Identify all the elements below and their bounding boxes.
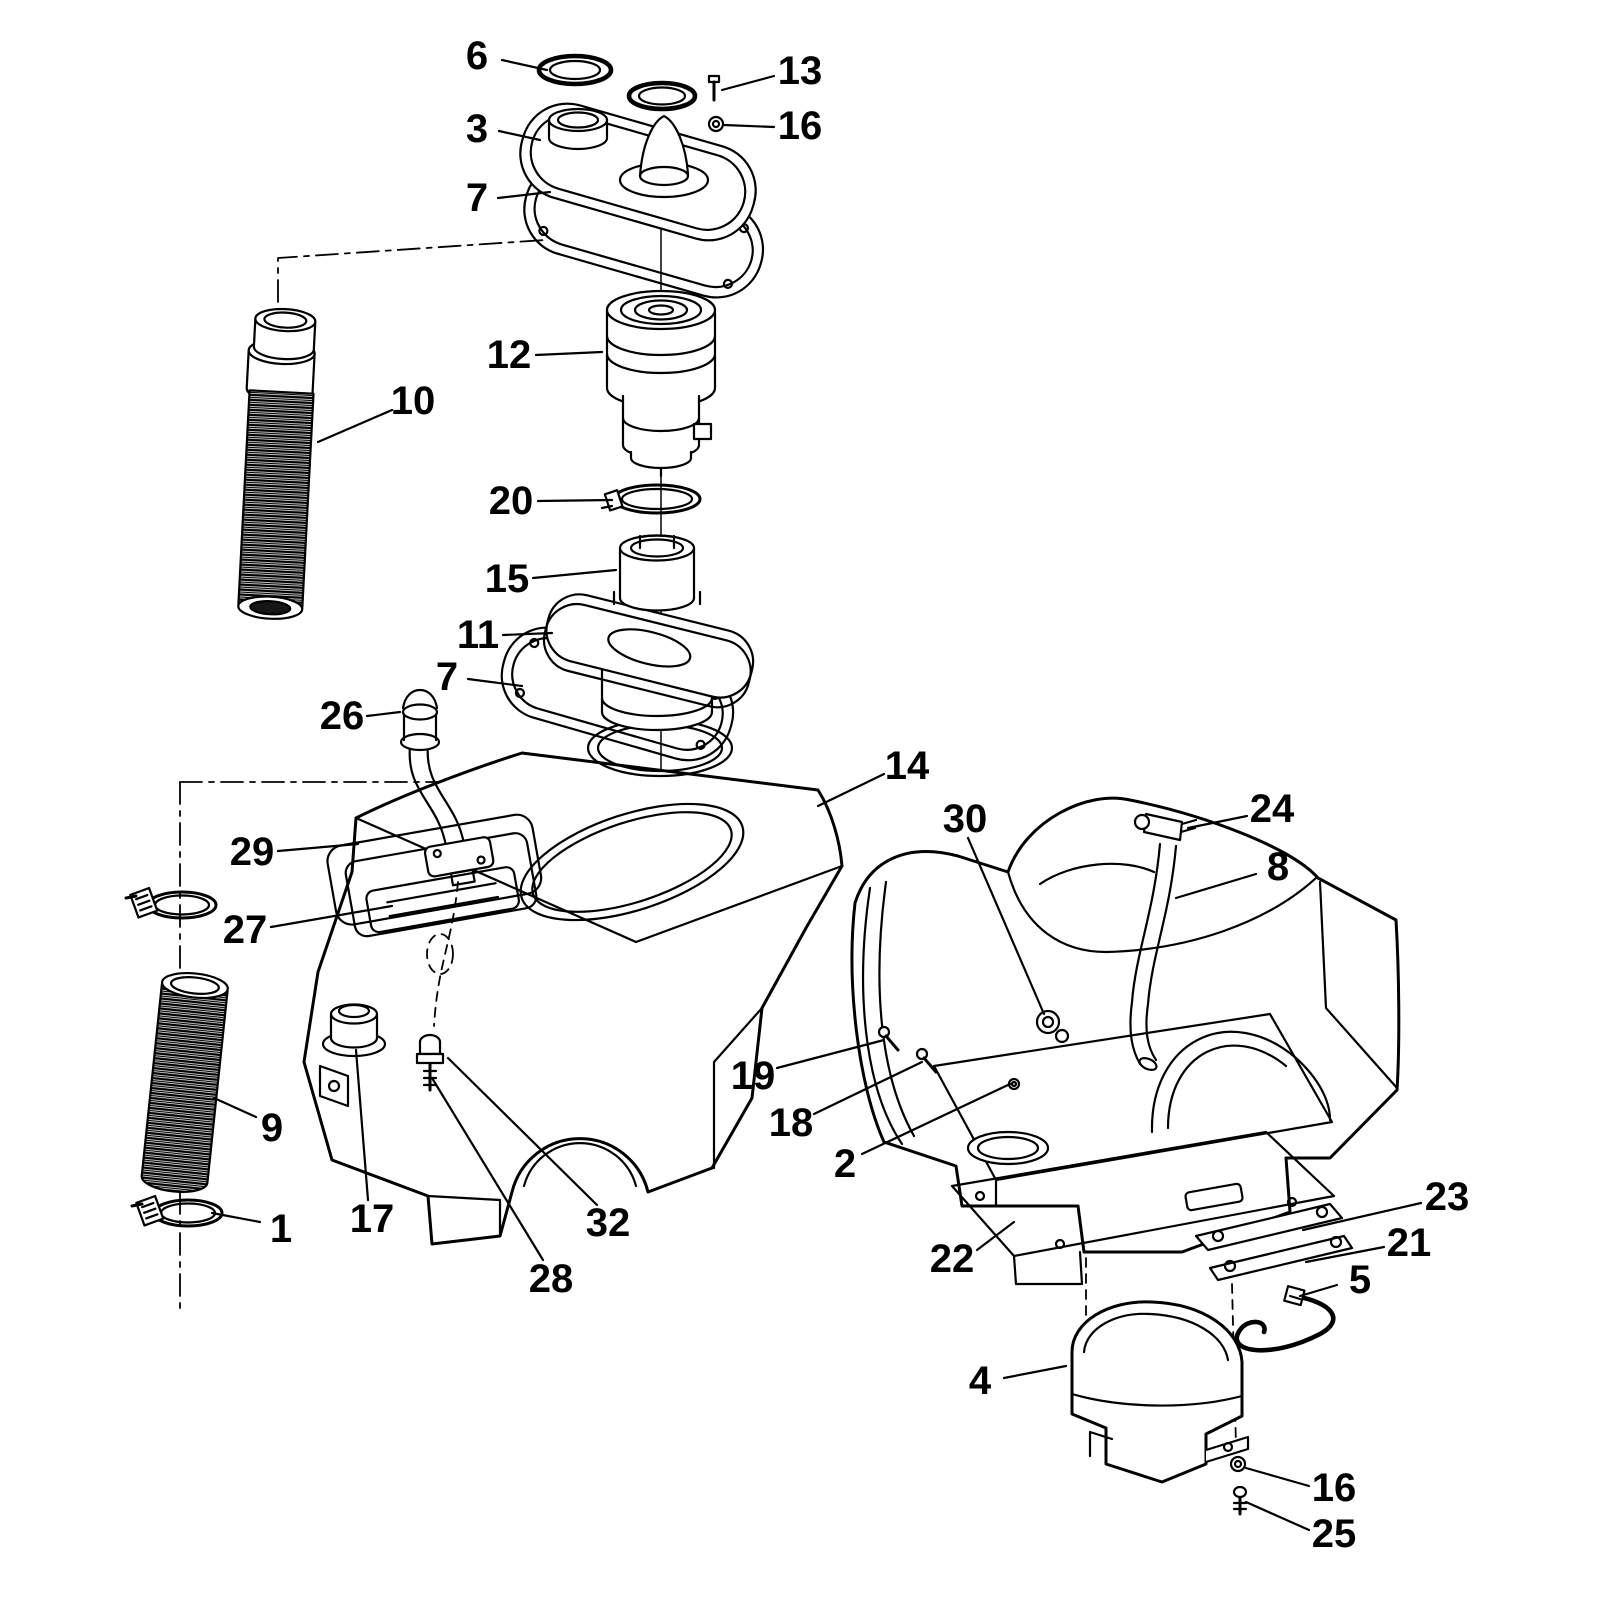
fitting-30: [1035, 1009, 1070, 1044]
cover-plate-3: [519, 102, 757, 242]
callout-leader-17-22: [354, 1048, 370, 1202]
callout-label-14-12: 14: [885, 744, 930, 788]
cap-17: [321, 1003, 387, 1058]
callout-leader-15-8: [531, 568, 618, 580]
screw-13: [707, 74, 721, 102]
callout-leader-10-6: [316, 408, 394, 444]
washer-16-lower: [1229, 1455, 1247, 1473]
callout-label-9-21: 9: [261, 1106, 283, 1150]
callout-leader-16-3: [722, 123, 776, 129]
callout-label-23-27: 23: [1425, 1175, 1470, 1219]
callout-leader-26-11: [365, 710, 402, 718]
callout-leader-18-19: [812, 1060, 924, 1116]
callout-leader-27-17: [269, 904, 394, 929]
callout-leader-1-23: [210, 1211, 262, 1224]
callout-label-27-17: 27: [223, 908, 268, 952]
callout-leader-25-32: [1244, 1500, 1311, 1532]
vacuum-hose-10: [237, 307, 317, 620]
callout-leader-4-30: [1002, 1364, 1068, 1380]
screw-19: [877, 1025, 900, 1052]
callout-label-6-0: 6: [466, 34, 488, 78]
callout-leader-9-21: [212, 1096, 258, 1119]
callout-label-18-19: 18: [769, 1101, 814, 1145]
callout-label-25-32: 25: [1312, 1512, 1357, 1556]
callout-leader-8-15: [1174, 872, 1258, 900]
handle-recess-29-27: [326, 813, 543, 938]
callout-label-2-20: 2: [834, 1142, 856, 1186]
callout-leader-23-27: [1301, 1201, 1423, 1232]
adapter-15: [612, 534, 702, 612]
callout-label-16-3: 16: [778, 104, 823, 148]
callout-label-20-7: 20: [489, 479, 534, 523]
callout-leader-22-26: [975, 1220, 1016, 1252]
callout-leader-7-10: [466, 677, 524, 688]
belt-cover-4: [1070, 1300, 1250, 1484]
drain-tube-8: [1129, 842, 1178, 1071]
screw-25: [1232, 1485, 1248, 1516]
callout-label-12-5: 12: [487, 333, 532, 377]
callout-label-30-13: 30: [943, 797, 988, 841]
callout-leader-13-1: [720, 74, 776, 92]
elbow-fitting-24: [1133, 812, 1198, 842]
mount-plate-11: [542, 593, 755, 732]
callout-label-7-10: 7: [436, 655, 458, 699]
callout-label-11-9: 11: [457, 613, 499, 657]
screw-18: [915, 1047, 938, 1074]
callout-leader-16-31: [1244, 1466, 1311, 1488]
callout-label-28-25: 28: [529, 1257, 574, 1301]
callout-leader-2-20: [860, 1082, 1012, 1156]
strap-23: [1194, 1202, 1344, 1252]
callout-leader-20-7: [536, 498, 614, 503]
drain-hose-9: [140, 971, 229, 1193]
callout-label-16-31: 16: [1312, 1466, 1357, 1510]
callout-label-32-24: 32: [586, 1201, 631, 1245]
callout-leader-14-12: [816, 772, 886, 808]
callout-label-15-8: 15: [485, 557, 530, 601]
seal-ring-6: [536, 53, 698, 112]
callout-leader-19-18: [775, 1038, 886, 1070]
callout-leader-21-28: [1304, 1245, 1386, 1264]
callout-leader-30-13: [966, 836, 1046, 1016]
callout-label-7-4: 7: [466, 176, 488, 220]
callout-label-4-30: 4: [969, 1359, 992, 1403]
strap-21: [1208, 1234, 1354, 1282]
callout-leader-7-4: [496, 190, 552, 200]
callout-label-26-11: 26: [320, 694, 365, 738]
callout-leader-32-24: [446, 1056, 599, 1207]
vacuum-motor-12: [605, 289, 717, 478]
callout-leader-29-16: [276, 842, 360, 853]
side-bracket: [318, 1064, 350, 1108]
callout-label-21-28: 21: [1387, 1221, 1432, 1265]
clamp-20: [600, 483, 702, 515]
callout-label-10-6: 10: [391, 379, 436, 423]
callout-leader-5-29: [1298, 1283, 1339, 1298]
callout-leader-28-25: [430, 1076, 545, 1262]
standpipe-26: [399, 688, 495, 1027]
callout-label-8-15: 8: [1267, 845, 1289, 889]
callout-label-24-14: 24: [1250, 787, 1295, 831]
callout-label-17-22: 17: [350, 1197, 395, 1241]
callout-label-5-29: 5: [1349, 1258, 1371, 1302]
drain-fittings-28-32: [415, 1033, 445, 1092]
bottom-bracket-22: [950, 1130, 1336, 1286]
callout-label-22-26: 22: [930, 1237, 975, 1281]
tank-opening: [519, 802, 745, 922]
callout-label-3-2: 3: [466, 107, 488, 151]
callout-leader-11-9: [501, 631, 554, 637]
cable-clip-5: [1234, 1285, 1336, 1353]
callout-leader-3-2: [497, 129, 542, 142]
callout-label-1-23: 1: [270, 1207, 292, 1251]
callout-label-19-18: 19: [731, 1054, 776, 1098]
callout-label-29-16: 29: [230, 830, 275, 874]
solution-tank-shell: [850, 796, 1401, 1254]
callout-leader-24-14: [1186, 814, 1249, 830]
callout-label-13-1: 13: [778, 49, 823, 93]
washer-16-upper: [707, 115, 725, 133]
hose-clamp-1: [124, 886, 218, 920]
callout-leader-12-5: [534, 350, 604, 357]
recovery-tank-14: [302, 751, 844, 1246]
callout-leader-6-0: [500, 58, 549, 72]
